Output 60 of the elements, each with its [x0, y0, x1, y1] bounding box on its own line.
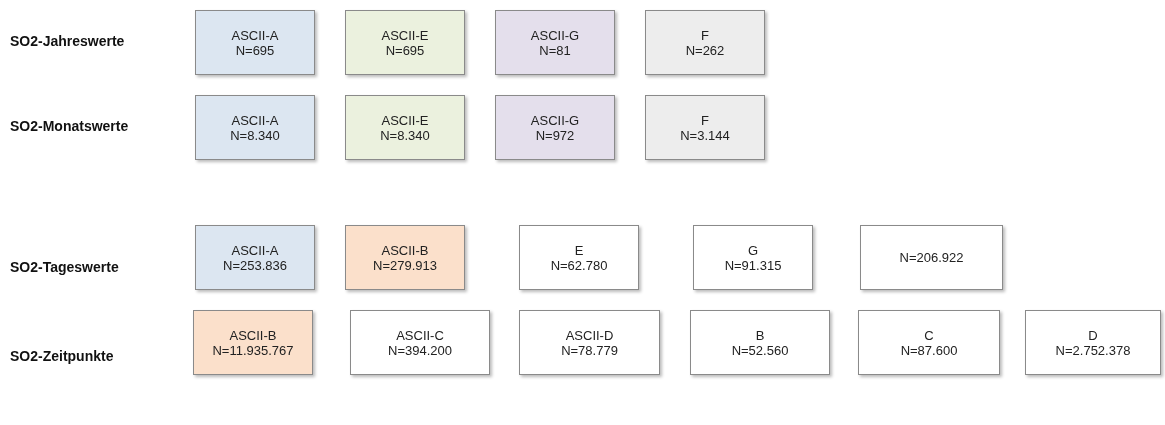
data-box — [193, 310, 313, 375]
box-text: N=253.836 — [223, 257, 287, 273]
data-box — [645, 10, 765, 75]
box-text: F — [701, 112, 709, 128]
data-box — [645, 95, 765, 160]
box-text: N=695 — [385, 42, 425, 58]
box-text: N=52.560 — [731, 342, 789, 358]
box-text: N=262 — [685, 42, 725, 58]
box-text: ASCII-B — [381, 242, 429, 258]
row-label: SO2-Zeitpunkte — [10, 348, 114, 364]
box-text: G — [747, 242, 759, 258]
row-label: SO2-Tageswerte — [10, 259, 119, 275]
data-box — [1025, 310, 1161, 375]
box-text: N=87.600 — [900, 342, 958, 358]
box-text: D — [1088, 327, 1098, 343]
data-box — [860, 225, 1003, 290]
box-text: N=81 — [539, 42, 571, 58]
row-label: SO2-Jahreswerte — [10, 33, 125, 49]
box-text: N=8.340 — [230, 127, 280, 143]
data-box — [519, 225, 639, 290]
box-text: ASCII-C — [396, 327, 444, 343]
box-text: N=78.779 — [561, 342, 618, 358]
box-text: ASCII-A — [231, 242, 279, 258]
box-text: E — [574, 242, 584, 258]
box-text: ASCII-D — [565, 327, 614, 343]
data-box — [345, 95, 465, 160]
data-box — [345, 10, 465, 75]
box-text: N=3.144 — [680, 127, 730, 143]
box-text: ASCII-E — [381, 27, 429, 43]
data-box — [690, 310, 830, 375]
data-box — [350, 310, 490, 375]
box-text: N=972 — [535, 127, 575, 143]
box-text: N=695 — [235, 42, 275, 58]
box-text: N=279.913 — [373, 257, 437, 273]
data-box — [519, 310, 660, 375]
box-text: C — [924, 327, 934, 343]
data-box — [495, 10, 615, 75]
data-box — [495, 95, 615, 160]
box-text: ASCII-G — [530, 112, 580, 128]
data-box — [195, 10, 315, 75]
box-text: B — [755, 327, 765, 343]
box-text: ASCII-A — [231, 112, 279, 128]
box-text: ASCII-A — [231, 27, 279, 43]
data-box — [195, 95, 315, 160]
box-text: F — [701, 27, 709, 43]
box-text: ASCII-B — [229, 327, 277, 343]
box-text: N=8.340 — [380, 127, 430, 143]
box-text: N=11.935.767 — [212, 342, 294, 358]
data-box — [345, 225, 465, 290]
box-text: N=91.315 — [724, 257, 782, 273]
box-text: N=2.752.378 — [1055, 342, 1131, 358]
data-box — [693, 225, 813, 290]
data-box — [858, 310, 1000, 375]
box-text: N=394.200 — [388, 342, 452, 358]
row-label: SO2-Monatswerte — [10, 118, 129, 134]
box-text: N=62.780 — [550, 257, 608, 273]
data-box — [195, 225, 315, 290]
box-text: ASCII-G — [530, 27, 580, 43]
box-text: ASCII-E — [381, 112, 429, 128]
box-text: N=206.922 — [899, 250, 964, 265]
